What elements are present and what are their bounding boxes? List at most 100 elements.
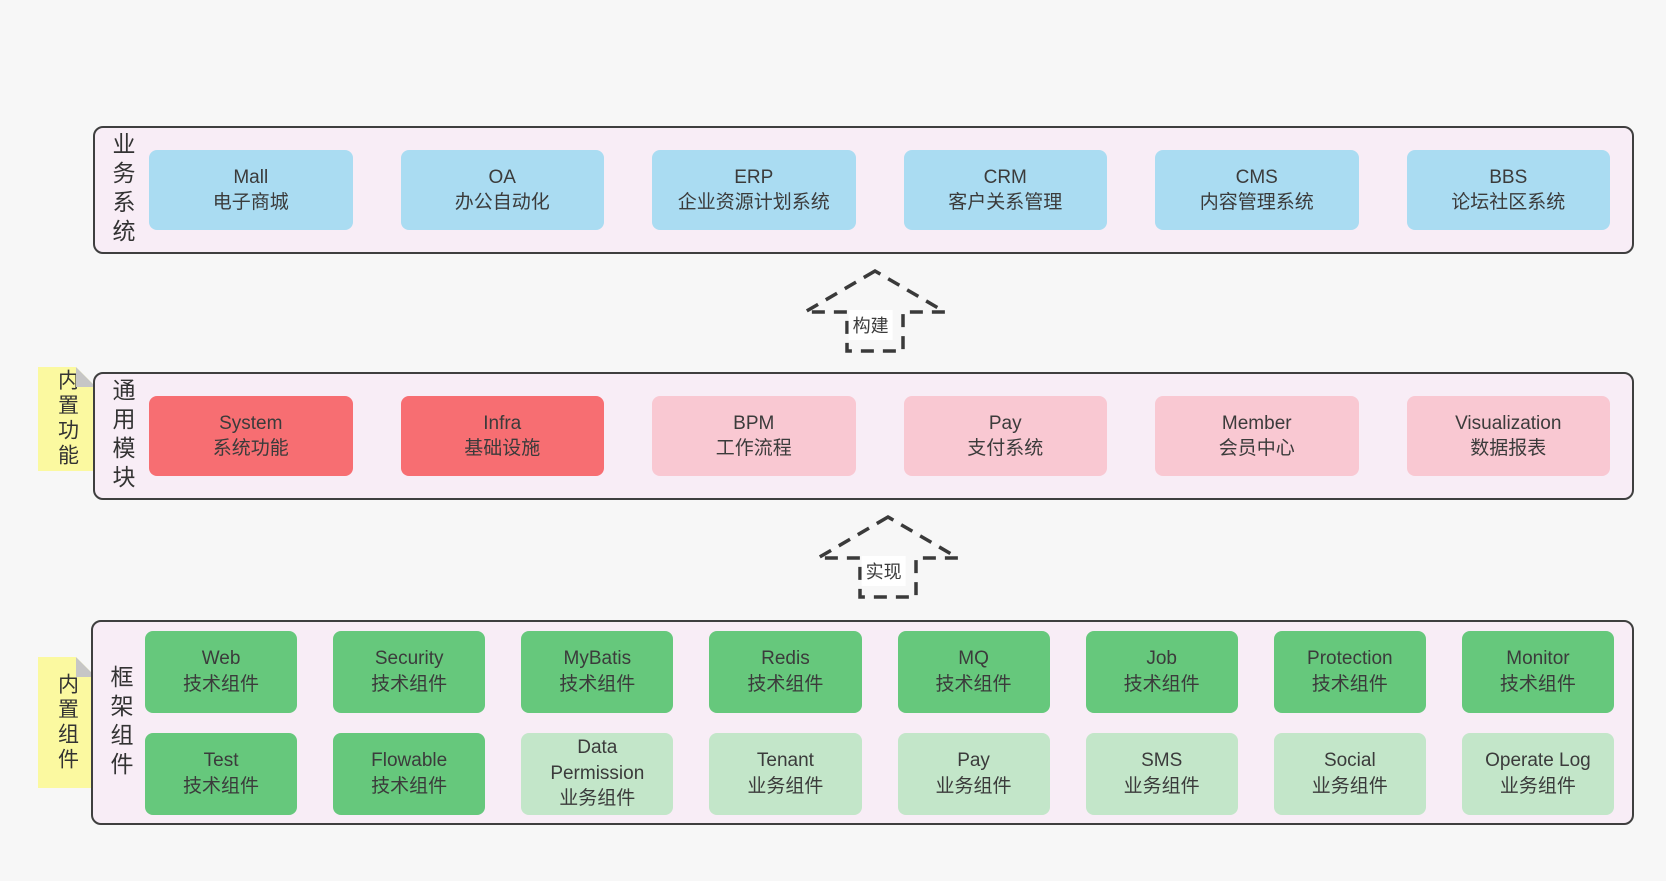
box-pay: Pay 支付系统 [903,396,1107,476]
arrow-build-label: 构建 [848,310,893,340]
box-subtitle: 业务组件 [935,775,1012,797]
arrow-implement: 实现 [814,514,962,600]
box-mall: Mall 电子商城 [149,150,353,230]
box-subtitle: 电子商城 [212,192,289,213]
box-security: Security 技术组件 [333,630,486,713]
box-subtitle: 技术组件 [183,775,260,797]
box-title: Monitor [1506,648,1570,670]
box-pay-business: Pay 业务组件 [897,732,1050,815]
dashed-up-arrow-icon [814,514,962,599]
box-system: System 系统功能 [149,396,353,476]
box-title: Flowable [371,750,448,772]
box-subtitle: 业务组件 [747,775,824,797]
box-subtitle: 论坛社区系统 [1451,192,1566,213]
box-data-permission: Data Permission 业务组件 [521,732,674,815]
band-content-components: Web 技术组件 Security 技术组件 MyBatis 技术组件 Redis 技术… [131,622,1632,823]
box-subtitle: 支付系统 [967,438,1044,459]
dashed-up-arrow-icon [801,268,949,353]
box-subtitle: 技术组件 [1123,673,1200,695]
box-redis: Redis 技术组件 [709,630,862,713]
box-web: Web 技术组件 [145,630,298,713]
box-title: Visualization [1455,412,1562,434]
box-title: Infra [483,412,522,434]
sticky-built-in-functions: 内置功能 [38,367,96,471]
box-title: Data Permission [550,737,645,784]
box-title: Job [1146,648,1177,670]
box-subtitle: 技术组件 [371,775,448,797]
box-title: System [219,412,283,434]
box-title: Pay [988,412,1022,434]
box-title: ERP [734,166,774,188]
box-bbs: BBS 论坛社区系统 [1406,150,1610,230]
box-title: Redis [761,648,810,670]
components-row-2: Test 技术组件 Flowable 技术组件 Data Permission 业务组… [145,732,1614,815]
box-mybatis: MyBatis 技术组件 [521,630,674,713]
box-title: BPM [733,412,775,434]
band-label-framework-components: 框架组件 [107,664,133,781]
box-crm: CRM 客户关系管理 [903,150,1107,230]
box-title: OA [488,166,516,188]
box-title: BBS [1489,166,1528,188]
box-title: Member [1221,412,1292,434]
box-title: MQ [958,648,989,670]
box-operate-log: Operate Log 业务组件 [1461,732,1614,815]
box-title: CRM [983,166,1027,188]
box-subtitle: 系统功能 [212,438,289,459]
box-subtitle: 技术组件 [183,673,260,695]
band-label-business-systems: 业务系统 [109,132,135,248]
box-subtitle: 业务组件 [1123,775,1200,797]
box-subtitle: 技术组件 [935,673,1012,695]
box-visualization: Visualization 数据报表 [1406,396,1610,476]
box-test: Test 技术组件 [145,732,298,815]
box-title: Pay [957,750,990,772]
box-sms: SMS 业务组件 [1085,732,1238,815]
box-subtitle: 业务组件 [1311,775,1388,797]
sticky-built-in-components: 内置组件 [38,657,96,788]
box-subtitle: 工作流程 [715,438,792,459]
arrow-build: 构建 [801,268,949,354]
box-mq: MQ 技术组件 [897,630,1050,713]
box-member: Member 会员中心 [1155,396,1359,476]
box-title: Protection [1307,648,1393,670]
sticky-label: 内置组件 [55,672,79,773]
box-subtitle: 业务组件 [559,788,636,810]
box-bpm: BPM 工作流程 [652,396,856,476]
band-label-common-modules: 通用模块 [109,378,135,494]
box-title: MyBatis [563,648,632,670]
sticky-label: 内置功能 [55,369,79,469]
box-subtitle: 会员中心 [1218,438,1295,459]
box-protection: Protection 技术组件 [1273,630,1426,713]
box-cms: CMS 内容管理系统 [1155,150,1359,230]
box-job: Job 技术组件 [1085,630,1238,713]
box-subtitle: 企业资源计划系统 [677,192,830,213]
box-subtitle: 技术组件 [559,673,636,695]
box-subtitle: 技术组件 [371,673,448,695]
band-framework-components: 框架组件 Web 技术组件 Security 技术组件 MyBatis 技术组件 Re… [91,620,1634,825]
box-subtitle: 客户关系管理 [948,192,1063,213]
components-row-1: Web 技术组件 Security 技术组件 MyBatis 技术组件 Redis 技术… [145,630,1614,713]
box-title: Mall [233,166,269,188]
box-subtitle: 内容管理系统 [1199,192,1314,213]
box-erp: ERP 企业资源计划系统 [652,150,856,230]
box-title: SMS [1141,750,1183,772]
box-title: CMS [1235,166,1278,188]
box-title: Test [203,750,239,772]
arrow-implement-label: 实现 [861,556,906,586]
box-subtitle: 技术组件 [747,673,824,695]
box-title: Operate Log [1485,750,1591,772]
box-subtitle: 数据报表 [1470,438,1547,459]
box-subtitle: 技术组件 [1311,673,1388,695]
box-subtitle: 业务组件 [1499,775,1576,797]
box-title: Web [201,648,241,670]
box-title: Security [374,648,444,670]
box-flowable: Flowable 技术组件 [333,732,486,815]
